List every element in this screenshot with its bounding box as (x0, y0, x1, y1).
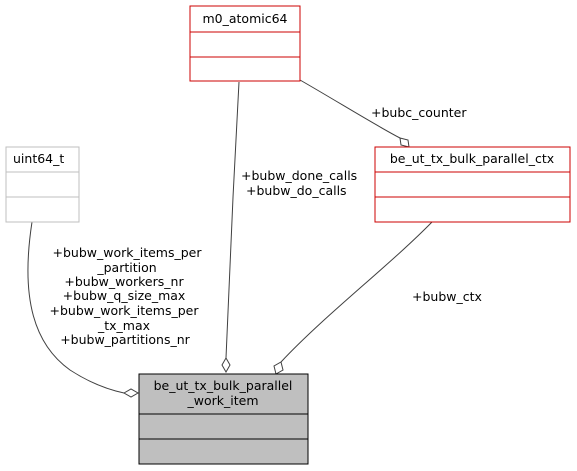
label-bubw-do-calls: +bubw_do_calls (246, 183, 347, 198)
class-name: be_ut_tx_bulk_parallel_ctx (390, 151, 554, 166)
aggregation-markers (122, 137, 410, 398)
label-bubw-done-calls: +bubw_done_calls (241, 168, 357, 183)
label-uint-member: +bubw_work_items_per (49, 303, 199, 318)
edge-bubc-counter (299, 79, 401, 139)
label-uint-member: _tx_max (97, 318, 150, 333)
class-m0-atomic64: m0_atomic64 (189, 5, 301, 82)
label-bubw-ctx: +bubw_ctx (412, 289, 482, 304)
label-uint-member: +bubw_q_size_max (63, 288, 186, 303)
label-uint-member: +bubw_workers_nr (64, 274, 184, 289)
label-bubc-counter: +bubc_counter (371, 105, 467, 120)
edge-done-do-calls (225, 81, 240, 359)
class-name: uint64_t (13, 151, 64, 166)
edge-bubw-ctx (280, 221, 433, 363)
class-name: m0_atomic64 (202, 11, 287, 26)
label-uint-member: +bubw_work_items_per (52, 245, 202, 260)
class-be-ut-tx-bulk-parallel-ctx: be_ut_tx_bulk_parallel_ctx (374, 146, 571, 223)
label-uint-member: _partition (96, 260, 156, 275)
class-uint64-t: uint64_t (5, 146, 80, 223)
edge-uint-members (27, 221, 125, 394)
diamond-icon (399, 137, 410, 148)
class-name-line-1: be_ut_tx_bulk_parallel (154, 378, 293, 393)
edge-labels: +bubc_counter +bubw_done_calls +bubw_do_… (49, 105, 481, 347)
class-name-line-2: _work_item (187, 393, 259, 408)
diamond-icon (273, 361, 284, 375)
diamond-icon (221, 356, 231, 374)
diamond-icon (122, 388, 140, 398)
edges (27, 79, 433, 394)
class-be-ut-tx-bulk-parallel-work-item: be_ut_tx_bulk_parallel _work_item (138, 373, 309, 465)
label-uint-member: +bubw_partitions_nr (60, 332, 190, 347)
